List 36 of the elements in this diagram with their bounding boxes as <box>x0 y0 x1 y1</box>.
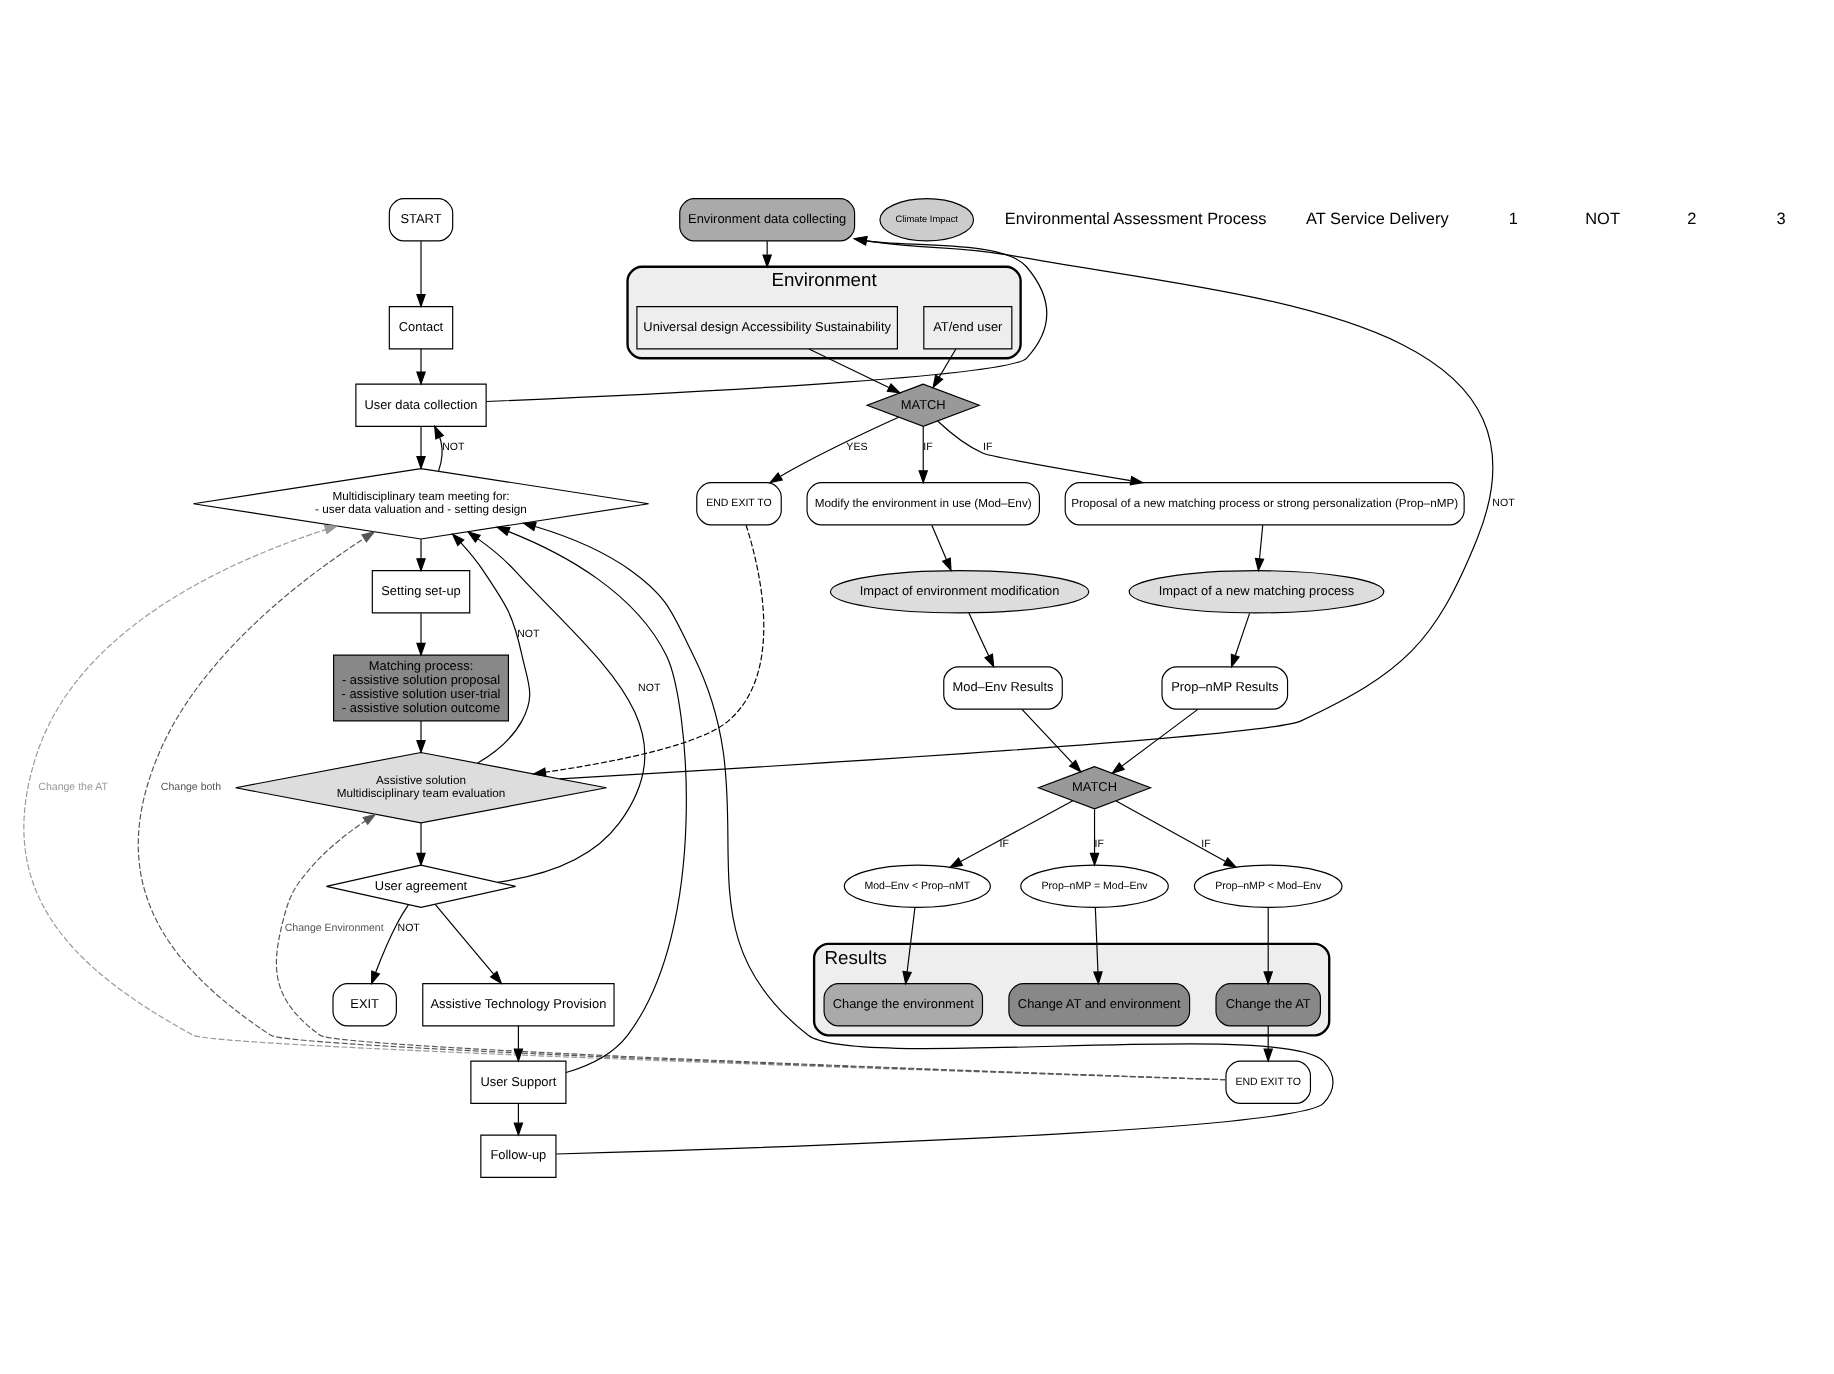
arrow <box>1088 807 1099 866</box>
arrow <box>930 523 951 572</box>
arrow <box>767 415 899 483</box>
arrow <box>415 719 425 754</box>
arrow <box>936 419 1144 485</box>
arrow <box>415 347 425 385</box>
arrow <box>1253 523 1264 572</box>
arrow <box>1092 906 1102 985</box>
arrow <box>415 425 425 469</box>
arrow <box>415 821 425 866</box>
arrow <box>433 903 502 984</box>
arrow <box>432 423 444 471</box>
arrow <box>901 906 915 985</box>
arrow <box>415 239 425 308</box>
arrow <box>807 347 901 393</box>
arrow <box>512 1102 523 1136</box>
arrow <box>369 903 408 985</box>
arrow <box>530 523 764 777</box>
arrow <box>274 812 1226 1080</box>
arrow <box>520 520 1333 1154</box>
arrow <box>450 531 530 763</box>
arrow <box>967 611 994 668</box>
arrow <box>1020 707 1081 773</box>
arrow <box>1114 799 1237 868</box>
arrow <box>415 537 425 572</box>
arrow <box>512 1024 523 1062</box>
arrow <box>917 425 928 484</box>
arrow <box>931 347 956 388</box>
arrow <box>415 611 425 656</box>
arrow <box>494 525 686 1073</box>
arrow <box>1262 906 1273 985</box>
arrow <box>1109 707 1198 774</box>
arrow <box>947 799 1073 868</box>
arrow <box>1262 1024 1273 1062</box>
arrow <box>1229 611 1250 668</box>
arrow <box>465 530 645 882</box>
